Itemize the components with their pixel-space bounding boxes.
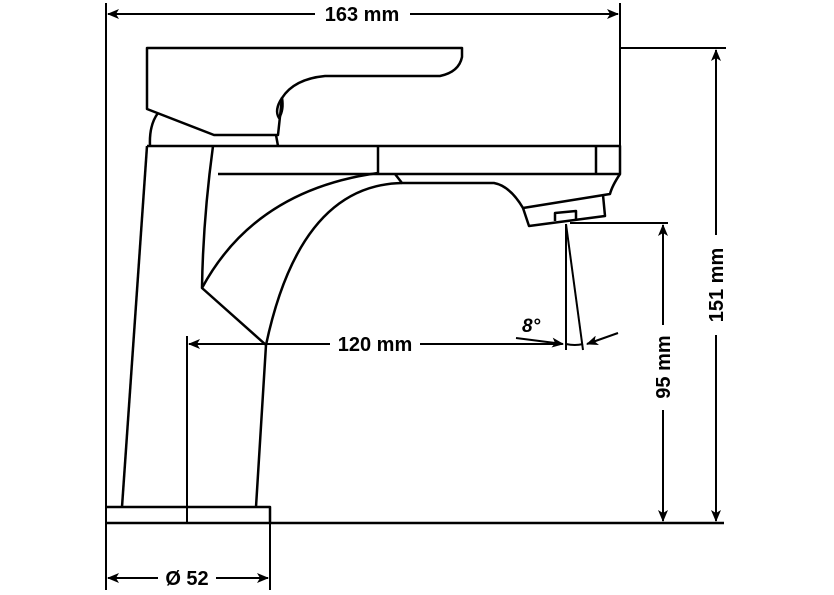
lever-handle [145,46,464,137]
body-top-bar [147,144,622,176]
label-overall-width: 163 mm [325,4,400,26]
handle-stem [274,134,280,147]
lever-handle-notch [275,97,284,120]
dim-spout-reach: 120 mm [186,331,562,523]
dim-flow-angle: 8° [515,223,619,351]
dim-overall-height: 151 mm [620,47,728,522]
faucet-outline [106,46,724,525]
aerator [521,194,607,228]
body-inner-curve [200,145,267,346]
label-overall-height: 151 mm [706,248,728,323]
dim-spout-height: 95 mm [570,222,675,522]
spout-tip [394,173,622,210]
handle-cap [148,112,160,147]
label-flow-angle: 8° [522,316,541,337]
label-spout-height: 95 mm [653,335,675,398]
spout-lower-curve [254,181,403,508]
label-base-diameter: Ø 52 [165,568,208,590]
base-plate [106,505,272,523]
body-left-edge [120,145,149,508]
stream-line [565,223,584,351]
label-spout-reach: 120 mm [338,334,413,356]
dim-overall-width: 163 mm [105,2,621,590]
spout-upper-curve [200,171,379,289]
aerator-nozzle [553,209,578,221]
dim-base-diameter: Ø 52 [107,523,271,590]
